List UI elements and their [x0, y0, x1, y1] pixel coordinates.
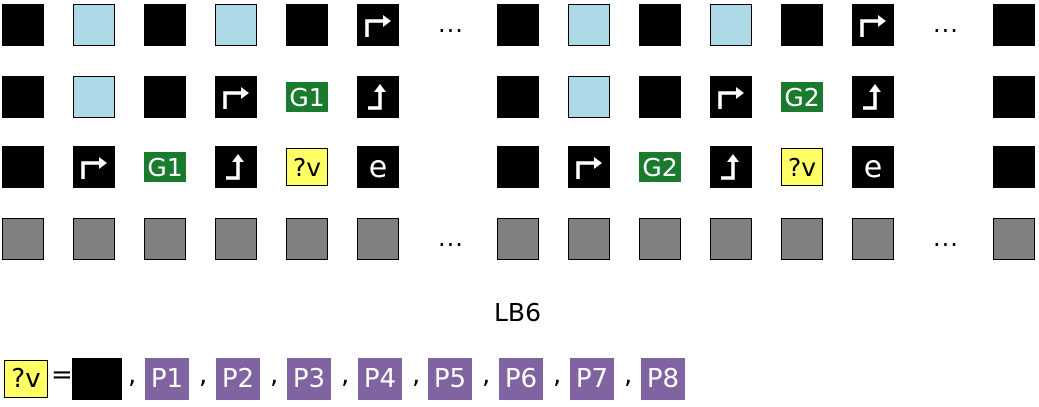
- gray-block: [357, 218, 399, 260]
- gray-block: [215, 218, 257, 260]
- gray-block: [639, 218, 681, 260]
- arrow-up-icon: [215, 146, 257, 188]
- green-label-block: G1: [144, 152, 186, 182]
- gray-block: [568, 218, 610, 260]
- caption-label: LB6: [494, 298, 541, 327]
- black-block: [993, 4, 1035, 46]
- green-label-block: G2: [781, 82, 823, 112]
- arrow-up-icon: [710, 146, 752, 188]
- green-label-block: G2: [639, 152, 681, 182]
- legend-symbol: ?v: [4, 360, 48, 398]
- black-block: [2, 4, 44, 46]
- legend-black-block: [72, 358, 122, 400]
- legend-comma: ,: [270, 360, 279, 390]
- arrow-right-icon: [73, 146, 115, 188]
- gray-block: [852, 218, 894, 260]
- yellow-label-block: ?v: [286, 148, 328, 186]
- text-block: e: [852, 146, 894, 188]
- gray-block: [710, 218, 752, 260]
- gray-block: [781, 218, 823, 260]
- light-blue-block: [568, 76, 610, 118]
- legend-item-p2: P2: [216, 358, 260, 400]
- light-blue-block: [73, 76, 115, 118]
- black-block: [639, 76, 681, 118]
- green-label-block: G1: [286, 82, 328, 112]
- ellipsis: ...: [438, 224, 464, 252]
- legend-comma: ,: [128, 360, 137, 390]
- gray-block: [497, 218, 539, 260]
- light-blue-block: [73, 4, 115, 46]
- legend-equals: =: [51, 360, 73, 390]
- black-block: [497, 76, 539, 118]
- gray-block: [286, 218, 328, 260]
- legend-comma: ,: [482, 360, 491, 390]
- legend-comma: ,: [624, 360, 633, 390]
- arrow-up-icon: [357, 76, 399, 118]
- legend-item-p3: P3: [287, 358, 331, 400]
- arrow-right-icon: [710, 76, 752, 118]
- legend-item-p8: P8: [641, 358, 685, 400]
- black-block: [286, 4, 328, 46]
- black-block: [2, 146, 44, 188]
- legend-item-p7: P7: [570, 358, 614, 400]
- ellipsis: ...: [933, 224, 959, 252]
- black-block: [2, 76, 44, 118]
- arrow-right-icon: [357, 4, 399, 46]
- ellipsis: ...: [933, 10, 959, 38]
- black-block: [993, 76, 1035, 118]
- legend-comma: ,: [341, 360, 350, 390]
- black-block: [144, 76, 186, 118]
- black-block: [497, 146, 539, 188]
- arrow-up-icon: [852, 76, 894, 118]
- legend-comma: ,: [553, 360, 562, 390]
- legend-comma: ,: [412, 360, 421, 390]
- arrow-right-icon: [568, 146, 610, 188]
- light-blue-block: [215, 4, 257, 46]
- yellow-label-block: ?v: [781, 148, 823, 186]
- legend-comma: ,: [199, 360, 208, 390]
- arrow-right-icon: [852, 4, 894, 46]
- gray-block: [73, 218, 115, 260]
- gray-block: [144, 218, 186, 260]
- black-block: [993, 146, 1035, 188]
- light-blue-block: [710, 4, 752, 46]
- black-block: [144, 4, 186, 46]
- ellipsis: ...: [438, 10, 464, 38]
- legend-item-p6: P6: [499, 358, 543, 400]
- black-block: [497, 4, 539, 46]
- legend-item-p5: P5: [428, 358, 472, 400]
- arrow-right-icon: [215, 76, 257, 118]
- legend-item-p4: P4: [358, 358, 402, 400]
- gray-block: [2, 218, 44, 260]
- light-blue-block: [568, 4, 610, 46]
- gray-block: [993, 218, 1035, 260]
- text-block: e: [357, 146, 399, 188]
- legend-item-p1: P1: [145, 358, 189, 400]
- black-block: [781, 4, 823, 46]
- black-block: [639, 4, 681, 46]
